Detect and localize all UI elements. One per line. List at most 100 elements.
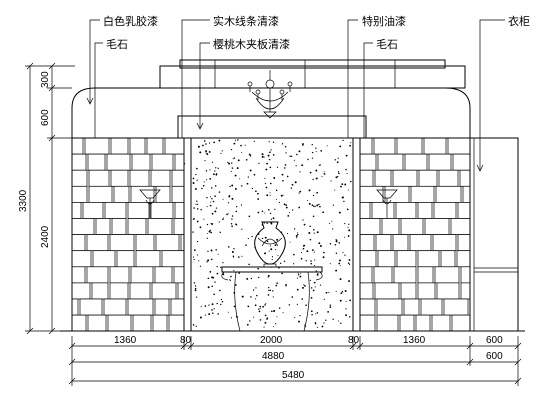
stone-block [451, 314, 471, 332]
stone-block [435, 185, 462, 203]
stone-block [170, 298, 185, 316]
stone-block [359, 202, 371, 219]
stone-block [129, 169, 150, 187]
stone-block [135, 234, 155, 252]
stone-block [377, 153, 404, 171]
vase-icon [254, 221, 286, 268]
stone-block [110, 169, 129, 187]
stone-block [450, 218, 471, 235]
stone-block [457, 234, 471, 252]
cherry-veneer-panel [190, 137, 354, 332]
stone-block [154, 298, 170, 316]
stone-block [395, 202, 417, 219]
stone-wall-left [71, 137, 185, 332]
stone-block [417, 282, 436, 300]
frame-post-right [352, 137, 361, 332]
stone-block [381, 218, 400, 235]
stone-block [150, 169, 171, 187]
stone-block [374, 282, 400, 300]
stone-block [82, 202, 104, 219]
stone-block [424, 218, 450, 235]
stone-block [359, 185, 384, 203]
stone-block [418, 169, 438, 187]
stone-block [116, 250, 135, 268]
stone-block [171, 169, 185, 187]
stone-block [171, 185, 185, 203]
stone-block [71, 185, 88, 203]
stone-block [409, 234, 432, 252]
stone-block [71, 282, 91, 300]
stone-block [113, 185, 130, 203]
dim-wall-width: 4880 [262, 351, 285, 362]
stone-block [131, 153, 151, 171]
stone-block [154, 266, 173, 284]
label-rough-stone-left: 毛石 [106, 38, 128, 51]
stone-block [103, 298, 127, 316]
stone-block [417, 250, 440, 268]
stone-block [400, 218, 424, 235]
stone-block [110, 137, 129, 155]
stone-block [447, 137, 471, 155]
stone-block [440, 250, 456, 268]
stone-block [359, 234, 375, 252]
wall-sconce-right-icon [376, 189, 398, 218]
stone-block [399, 314, 415, 332]
stone-block [152, 314, 168, 332]
stone-block [417, 202, 433, 219]
label-rough-stone-right: 毛石 [376, 38, 398, 51]
stone-block [155, 234, 180, 252]
panel-texture [192, 139, 352, 328]
stone-block [432, 234, 457, 252]
dim-wall-height: 2400 [40, 225, 51, 248]
stone-block [111, 218, 127, 235]
dim-right-wall: 1360 [403, 335, 426, 346]
stone-block [109, 234, 135, 252]
stone-block [130, 266, 154, 284]
top-cap [159, 59, 466, 89]
stone-block [109, 266, 130, 284]
stone-block [71, 314, 87, 332]
stone-block [428, 153, 452, 171]
stone-block [456, 250, 471, 268]
stone-block [86, 234, 109, 252]
stone-block [71, 218, 95, 235]
stone-block [71, 202, 82, 219]
dim-panel: 2000 [260, 335, 283, 346]
dim-wardrobe-row1: 600 [486, 335, 503, 346]
stone-block [452, 153, 471, 171]
stone-block [423, 137, 447, 155]
stone-block [87, 153, 106, 171]
stone-block [173, 218, 185, 235]
stone-block [431, 314, 451, 332]
stone-block [460, 266, 471, 284]
stone-block [359, 153, 377, 171]
stone-block [404, 153, 428, 171]
stone-block [359, 314, 376, 332]
stone-block [375, 234, 392, 252]
dim-right-post: 80 [348, 335, 360, 346]
stone-block [106, 153, 131, 171]
stone-block [84, 137, 110, 155]
stone-block [71, 153, 87, 171]
stone-block [359, 250, 377, 268]
stone-block [71, 234, 86, 252]
stone-block [396, 250, 417, 268]
stone-block [71, 298, 79, 316]
stone-wall-right [359, 137, 471, 332]
stone-block [86, 266, 109, 284]
wardrobe-elevation [469, 137, 519, 332]
stone-block [107, 314, 132, 332]
stone-block [359, 218, 381, 235]
stone-block [373, 266, 393, 284]
stone-block [417, 266, 434, 284]
stone-block [359, 298, 376, 316]
stone-block [359, 282, 374, 300]
stone-block [393, 266, 417, 284]
stone-block [129, 137, 146, 155]
stone-block [161, 250, 185, 268]
stone-block [436, 282, 460, 300]
stone-block [457, 202, 471, 219]
stone-block [174, 153, 185, 171]
stone-block [373, 137, 396, 155]
stone-block [71, 250, 92, 268]
